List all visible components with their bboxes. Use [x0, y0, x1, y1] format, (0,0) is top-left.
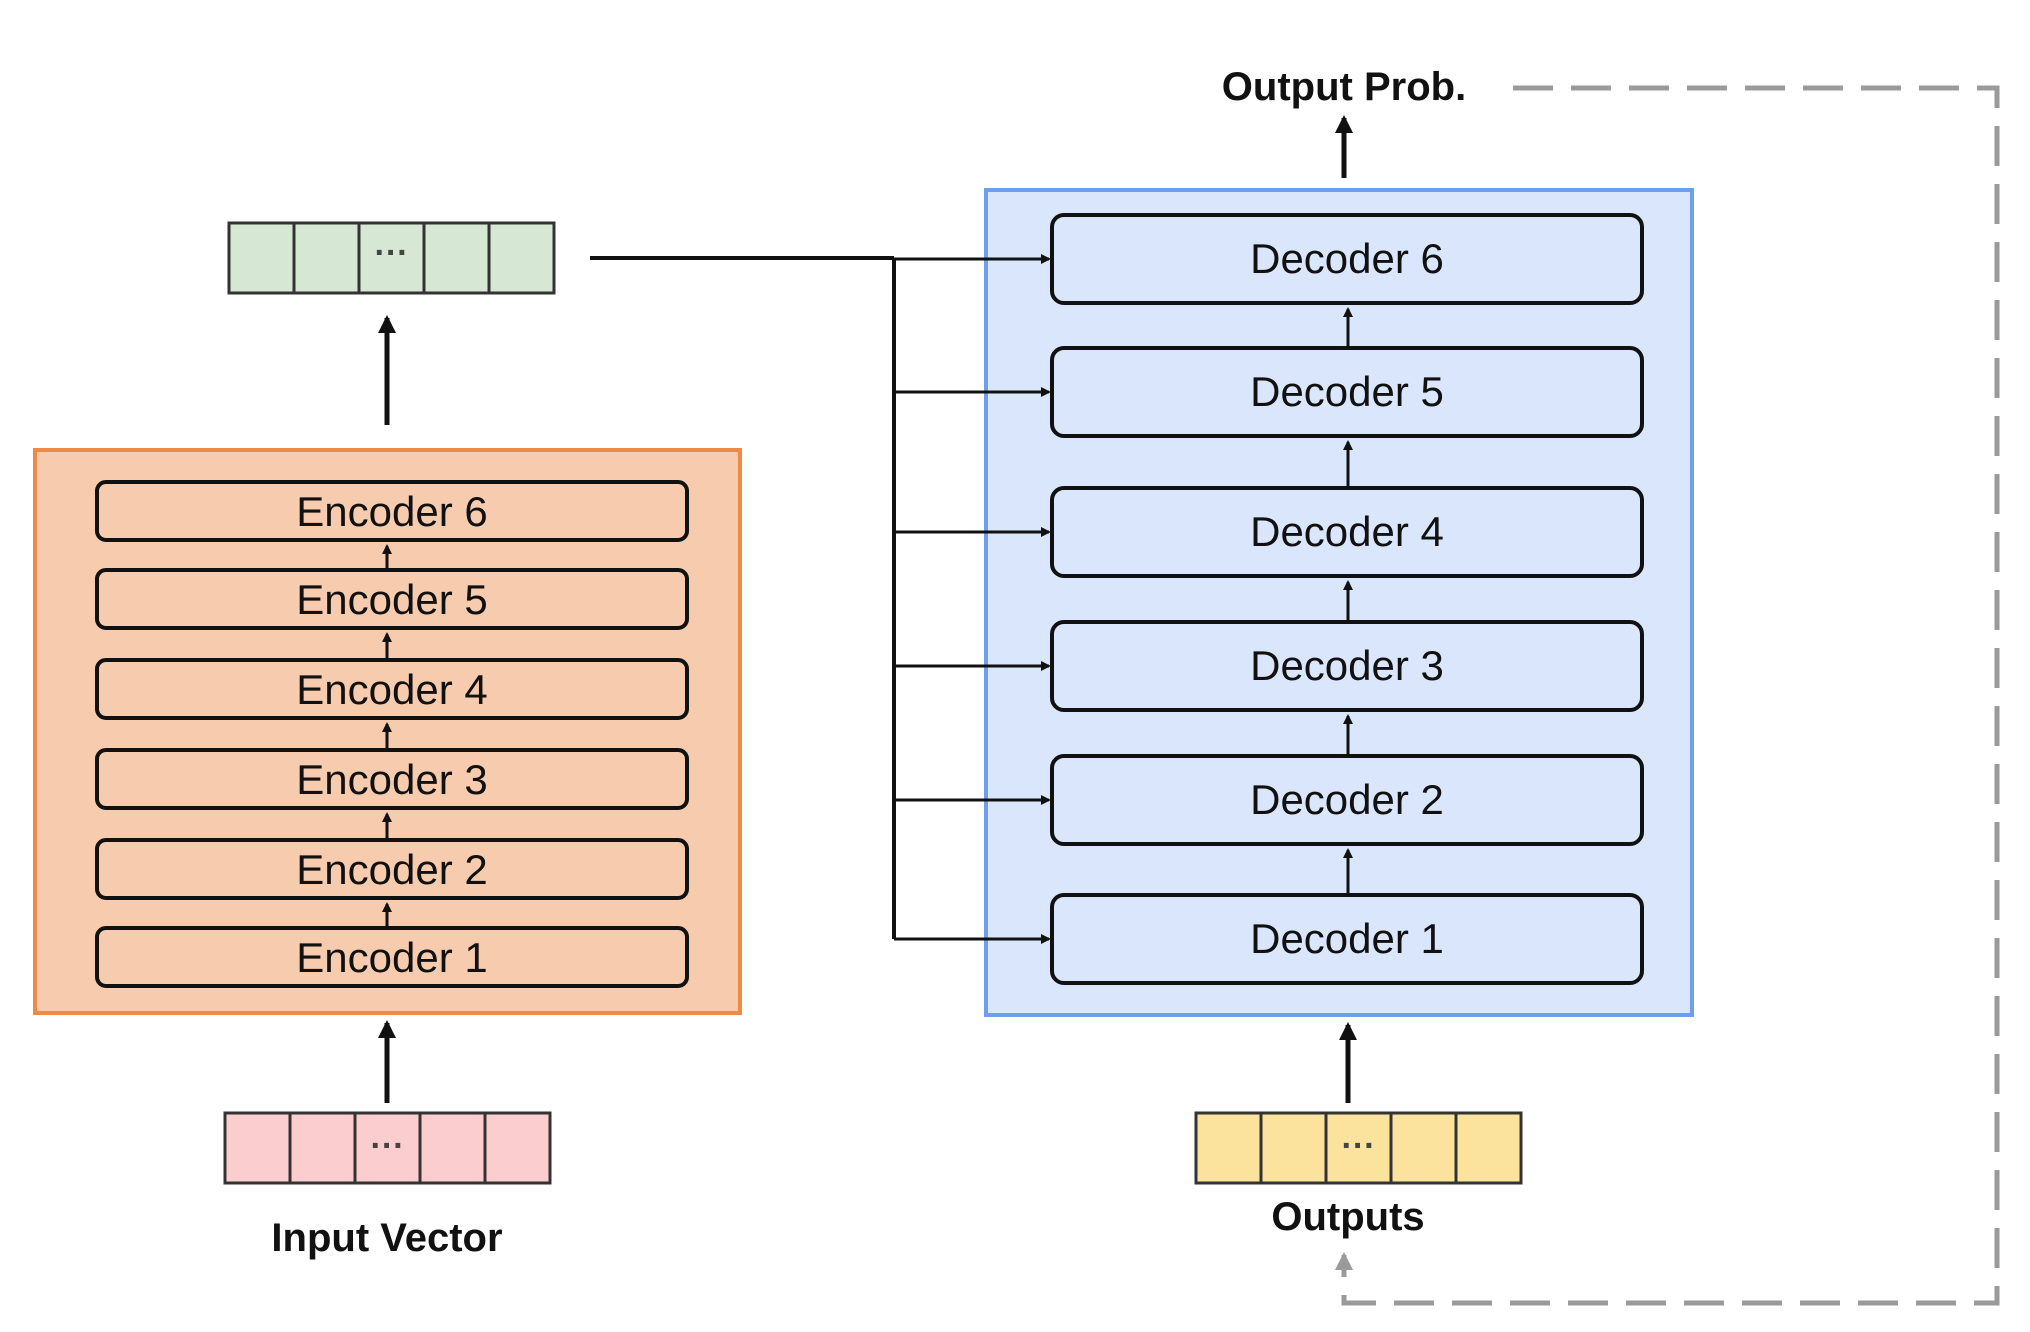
encoded-vector: [227, 221, 556, 295]
encoder-3-box: [95, 748, 689, 810]
decoder-3-box: [1050, 620, 1644, 712]
encoder-5-box: [95, 568, 689, 630]
decoder-stack-container: [984, 188, 1694, 1017]
encoder-4-box: [95, 658, 689, 720]
decoder-5-box: [1050, 346, 1644, 438]
outputs-vector-ellipsis: ···: [1341, 1127, 1376, 1165]
input-vector: [223, 1111, 552, 1185]
outputs-vector: [1194, 1111, 1523, 1185]
decoder-6-box: [1050, 213, 1644, 305]
decoder-4-box: [1050, 486, 1644, 578]
decoder-2-box: [1050, 754, 1644, 846]
encoded-vector-ellipsis: ···: [374, 234, 409, 272]
encoder-2-box: [95, 838, 689, 900]
cross-attention-connectors: [590, 254, 1051, 944]
encoder-layer-boxes: [95, 480, 689, 988]
decoder-layer-boxes: [1050, 213, 1644, 985]
input-vector-ellipsis: ···: [370, 1127, 405, 1165]
encoder-1-box: [95, 926, 689, 988]
encoder-6-box: [95, 480, 689, 542]
decoder-1-box: [1050, 893, 1644, 985]
feedback-dashed-loop: [1341, 85, 2000, 1306]
